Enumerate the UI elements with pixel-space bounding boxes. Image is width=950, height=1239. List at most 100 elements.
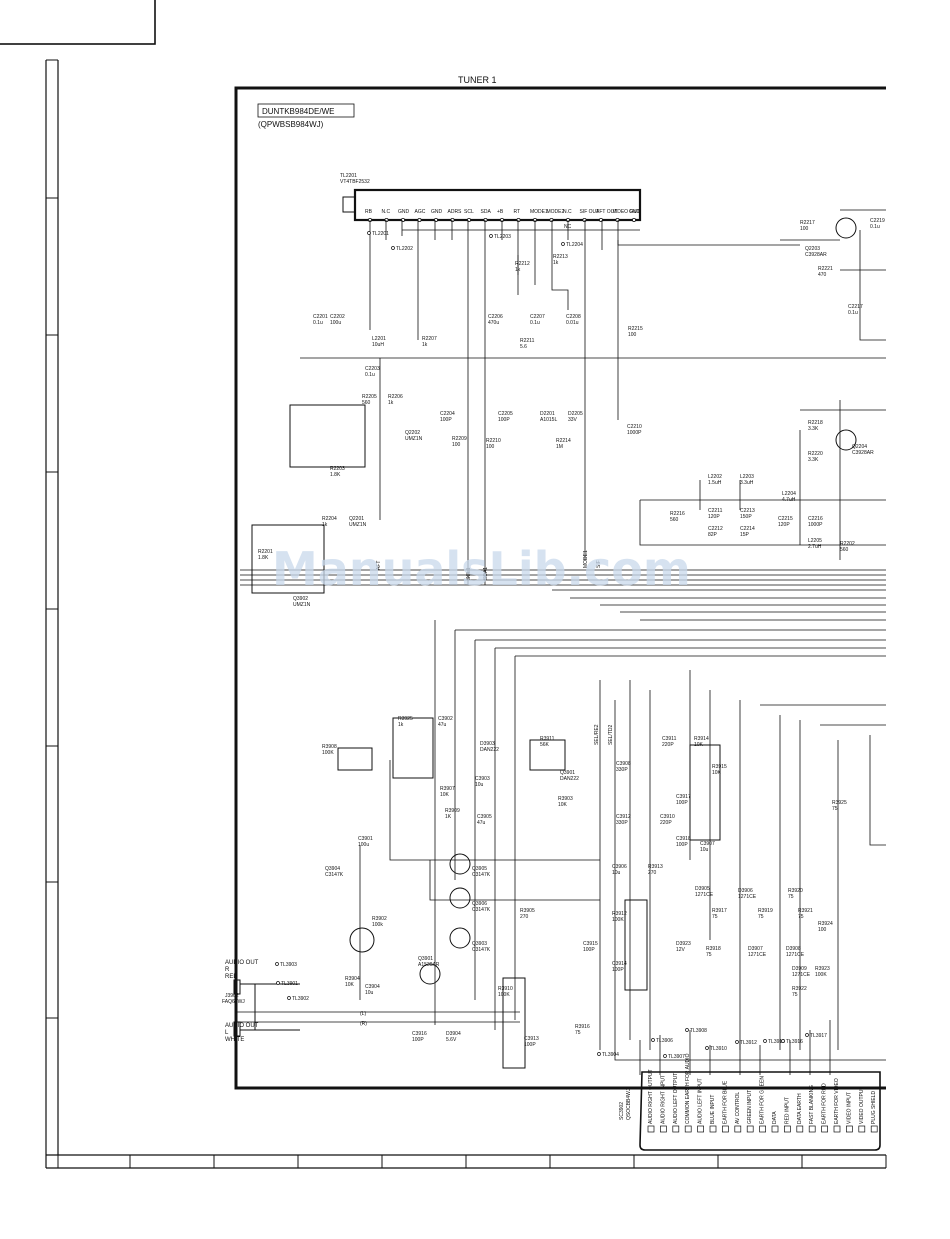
component-ref: R3918 xyxy=(706,946,721,952)
component-ref: R2209 xyxy=(452,436,467,442)
component-ref: C2203 xyxy=(365,366,380,372)
component-value: 2.7uH xyxy=(808,544,822,550)
component-value: A1530AR xyxy=(418,962,440,968)
component-value: 220P xyxy=(660,820,672,826)
component-value: UMZ1N xyxy=(405,436,423,442)
component-value: 560 xyxy=(362,400,371,406)
component-ref: Q3906 xyxy=(472,901,487,907)
component-ref: D3904 xyxy=(446,1031,461,1037)
component-ref: R3910 xyxy=(498,986,513,992)
component-ref: C3910 xyxy=(660,814,675,820)
component-value: 560 xyxy=(670,517,679,523)
component-ref: D2201 xyxy=(540,411,555,417)
component-ref: C3901 xyxy=(358,836,373,842)
corner-box xyxy=(0,0,156,45)
scart-pin-box xyxy=(771,1125,779,1133)
tuner-pin-dot xyxy=(516,217,521,222)
tuner-pin-dot xyxy=(450,217,455,222)
component-value: 0.1u xyxy=(530,320,540,326)
component-ref: Q2203 xyxy=(805,246,820,252)
testpoint-label: TL3907 xyxy=(668,1054,685,1060)
testpoint-label: TL3912 xyxy=(740,1040,757,1046)
component-ref: R3907 xyxy=(440,786,455,792)
component-ref: R3923 xyxy=(815,966,830,972)
component-ref: C3913 xyxy=(524,1036,539,1042)
component-value: 82P xyxy=(708,532,718,538)
signal-mark-l: (L) xyxy=(360,1011,366,1017)
component-ref: C2212 xyxy=(708,526,723,532)
component-ref: R2211 xyxy=(520,338,535,344)
scart-pin-box xyxy=(833,1125,841,1133)
component-value: 470u xyxy=(488,320,499,326)
component-value: UMZ1N xyxy=(293,602,311,608)
testpoint-label: TL3910 xyxy=(710,1046,727,1052)
component-ref: R3920 xyxy=(788,888,803,894)
component-value: 10K xyxy=(712,770,722,776)
component-ref: R3922 xyxy=(792,986,807,992)
component-value: 1271CE xyxy=(792,972,811,978)
component-value: 100u xyxy=(330,320,341,326)
component-ref: R2215 xyxy=(628,326,643,332)
component-value: 10K xyxy=(694,742,704,748)
component-value: 270 xyxy=(520,914,529,920)
tuner-pin-label: AFT OUT xyxy=(596,209,617,215)
component-ref: C3905 xyxy=(477,814,492,820)
component-value: 470 xyxy=(818,272,827,278)
component-ref: D2205 xyxy=(568,411,583,417)
scart-pin-box xyxy=(746,1125,754,1133)
scart-ref: SC3902 xyxy=(619,1102,625,1120)
component-ref: L2203 xyxy=(740,474,754,480)
tuner-ref: TL2201 xyxy=(340,173,357,179)
scart-connector xyxy=(639,1071,881,1151)
component-value: C3147K xyxy=(472,907,491,913)
bottom-grid-ticks xyxy=(57,1155,887,1168)
component-value: 100P xyxy=(676,842,688,848)
net-label: SIF xyxy=(596,560,602,568)
component-ref: R2210 xyxy=(486,438,501,444)
component-ref: C2204 xyxy=(440,411,455,417)
model-sub: (QPWBSB984WJ) xyxy=(258,120,324,129)
component-value: 4.7uH xyxy=(782,497,796,503)
component-ref: R2218 xyxy=(808,420,823,426)
testpoint-dot xyxy=(735,1040,739,1044)
testpoint-dot xyxy=(781,1039,785,1043)
scart-pin-box xyxy=(709,1125,717,1133)
tuner-pin-dot xyxy=(582,217,587,222)
component-ref: C2206 xyxy=(488,314,503,320)
testpoint-label: TL3902 xyxy=(292,996,309,1002)
component-value: 100 xyxy=(818,927,827,933)
scart-pin-label: AUDIO LEFT INPUT xyxy=(698,1078,704,1124)
testpoint-dot xyxy=(685,1028,689,1032)
tuner-pin-dot xyxy=(549,217,554,222)
scart-pin-box xyxy=(759,1125,766,1133)
component-ref: R3902 xyxy=(372,916,387,922)
component-ref: R3921 xyxy=(798,908,813,914)
component-value: 0.1u xyxy=(313,320,323,326)
tuner-connector xyxy=(342,196,356,213)
scart-pin-label: AUDIO LEFT OUTPUT xyxy=(673,1073,679,1124)
component-value: 150P xyxy=(740,514,752,520)
scart-pin-label: COMMON EARTH FOR AUDIO xyxy=(685,1053,691,1124)
